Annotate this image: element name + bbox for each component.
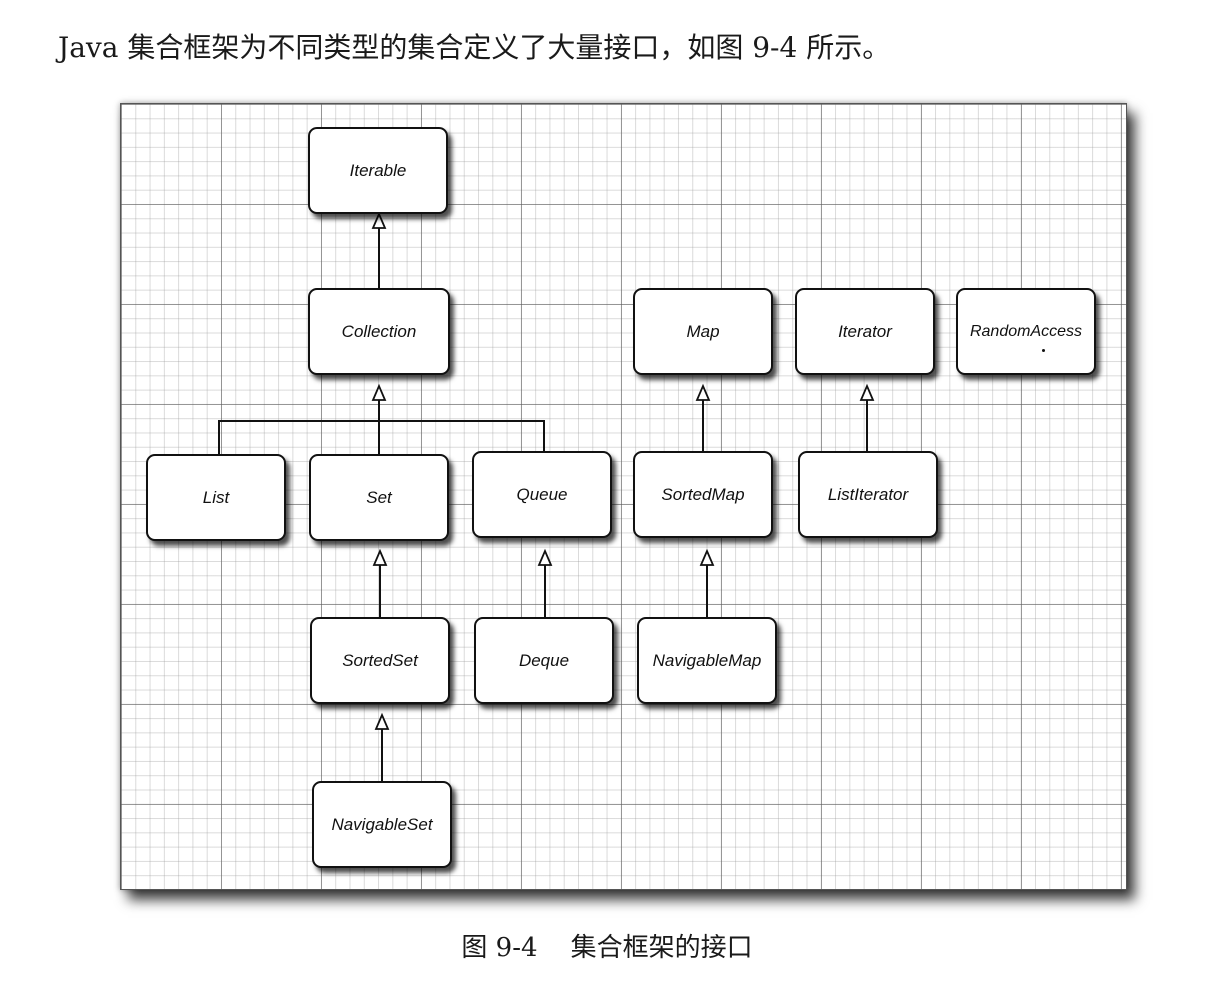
edge-sortedmap-map (695, 383, 711, 451)
node-list: List (146, 454, 286, 541)
node-sorted-map: SortedMap (633, 451, 773, 538)
node-deque: Deque (474, 617, 614, 704)
node-iterator: Iterator (795, 288, 935, 375)
edge-list-set-queue-collection (218, 383, 545, 454)
intro-paragraph: Java 集合框架为不同类型的集合定义了大量接口，如图 9-4 所示。 (58, 31, 891, 64)
edge-sortedset-set (372, 548, 388, 617)
node-list-iterator: ListIterator (798, 451, 938, 538)
node-queue: Queue (472, 451, 612, 538)
figure-caption: 图 9-4 集合框架的接口 (461, 933, 753, 963)
inheritance-lines (218, 211, 875, 781)
edge-deque-queue (537, 548, 553, 617)
node-navigable-map: NavigableMap (637, 617, 777, 704)
node-navigable-set: NavigableSet (312, 781, 452, 868)
edge-collection-iterable (371, 211, 387, 288)
node-set: Set (309, 454, 449, 541)
node-iterable: Iterable (308, 127, 448, 214)
interface-diagram: Iterable Collection Map Iterator RandomA… (120, 103, 1127, 890)
node-sorted-set: SortedSet (310, 617, 450, 704)
edge-listiterator-iterator (859, 383, 875, 451)
edge-navigableset-sortedset (374, 712, 390, 781)
edge-navigablemap-sortedmap (699, 548, 715, 617)
node-random-access: RandomAccess (956, 288, 1096, 375)
node-map: Map (633, 288, 773, 375)
stray-dot (1042, 349, 1045, 352)
node-collection: Collection (308, 288, 450, 375)
